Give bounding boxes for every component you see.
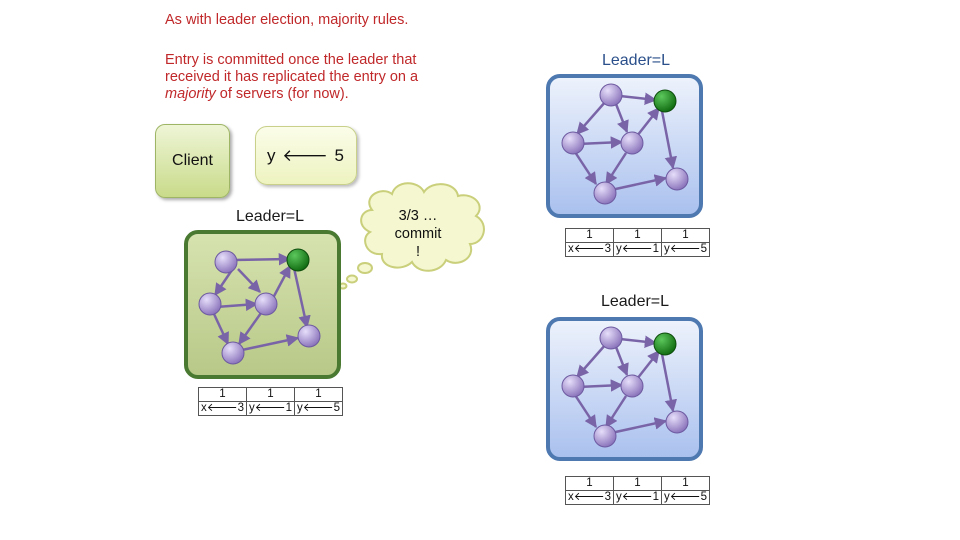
log-term: 1 (294, 387, 343, 402)
log-entries-row: x🡐3 y🡐1 y🡐5 (565, 242, 710, 257)
cluster-3-log: 1 1 1 x🡐3 y🡐1 y🡐5 (565, 476, 710, 505)
log-term: 1 (661, 476, 710, 491)
log-term: 1 (661, 228, 710, 243)
thought-line-2: commit (394, 226, 442, 242)
log-entry: y🡐5 (294, 401, 343, 416)
intro-majority: majority (165, 86, 216, 102)
log-terms-row: 1 1 1 (565, 476, 710, 491)
cluster-2 (546, 74, 703, 218)
intro-line-2b: received it has replicated the entry on … (165, 69, 419, 85)
client-box: Client (155, 124, 230, 198)
thought-line-3: ! (415, 244, 421, 260)
log-term: 1 (565, 228, 614, 243)
log-entry: x🡐3 (565, 490, 614, 505)
log-entry: y🡐1 (613, 490, 662, 505)
cluster-1-leader-label: Leader=L (235, 208, 305, 225)
cluster-3 (546, 317, 703, 461)
intro-line-2c: of servers (for now). (215, 86, 349, 102)
log-entry: x🡐3 (198, 401, 247, 416)
log-term: 1 (613, 476, 662, 491)
cluster-2-log: 1 1 1 x🡐3 y🡐1 y🡐5 (565, 228, 710, 257)
cluster-1 (184, 230, 341, 379)
log-term: 1 (613, 228, 662, 243)
intro-paragraph: Entry is committed once the leader that … (165, 52, 485, 103)
cluster-2-leader-label: Leader=L (601, 52, 671, 69)
intro-line-2a: Entry is committed once the leader that (165, 52, 417, 68)
thought-cloud (338, 182, 485, 290)
log-entries-row: x🡐3 y🡐1 y🡐5 (565, 490, 710, 505)
intro-line-1: As with leader election, majority rules. (165, 12, 409, 28)
log-entry: y🡐1 (246, 401, 295, 416)
log-terms-row: 1 1 1 (198, 387, 343, 402)
cluster-1-log: 1 1 1 x🡐3 y🡐1 y🡐5 (198, 387, 343, 416)
thought-text: 3/3 … commit ! (372, 207, 464, 261)
log-entry: y🡐5 (661, 490, 710, 505)
log-term: 1 (246, 387, 295, 402)
log-entry: x🡐3 (565, 242, 614, 257)
command-text: y 🡐 5 (267, 145, 345, 165)
client-label: Client (172, 152, 213, 169)
command-box: y 🡐 5 (255, 126, 357, 185)
log-term: 1 (198, 387, 247, 402)
log-terms-row: 1 1 1 (565, 228, 710, 243)
log-entries-row: x🡐3 y🡐1 y🡐5 (198, 401, 343, 416)
log-term: 1 (565, 476, 614, 491)
log-entry: y🡐1 (613, 242, 662, 257)
cluster-3-leader-label: Leader=L (600, 293, 670, 310)
thought-line-1: 3/3 … (398, 208, 438, 224)
log-entry: y🡐5 (661, 242, 710, 257)
